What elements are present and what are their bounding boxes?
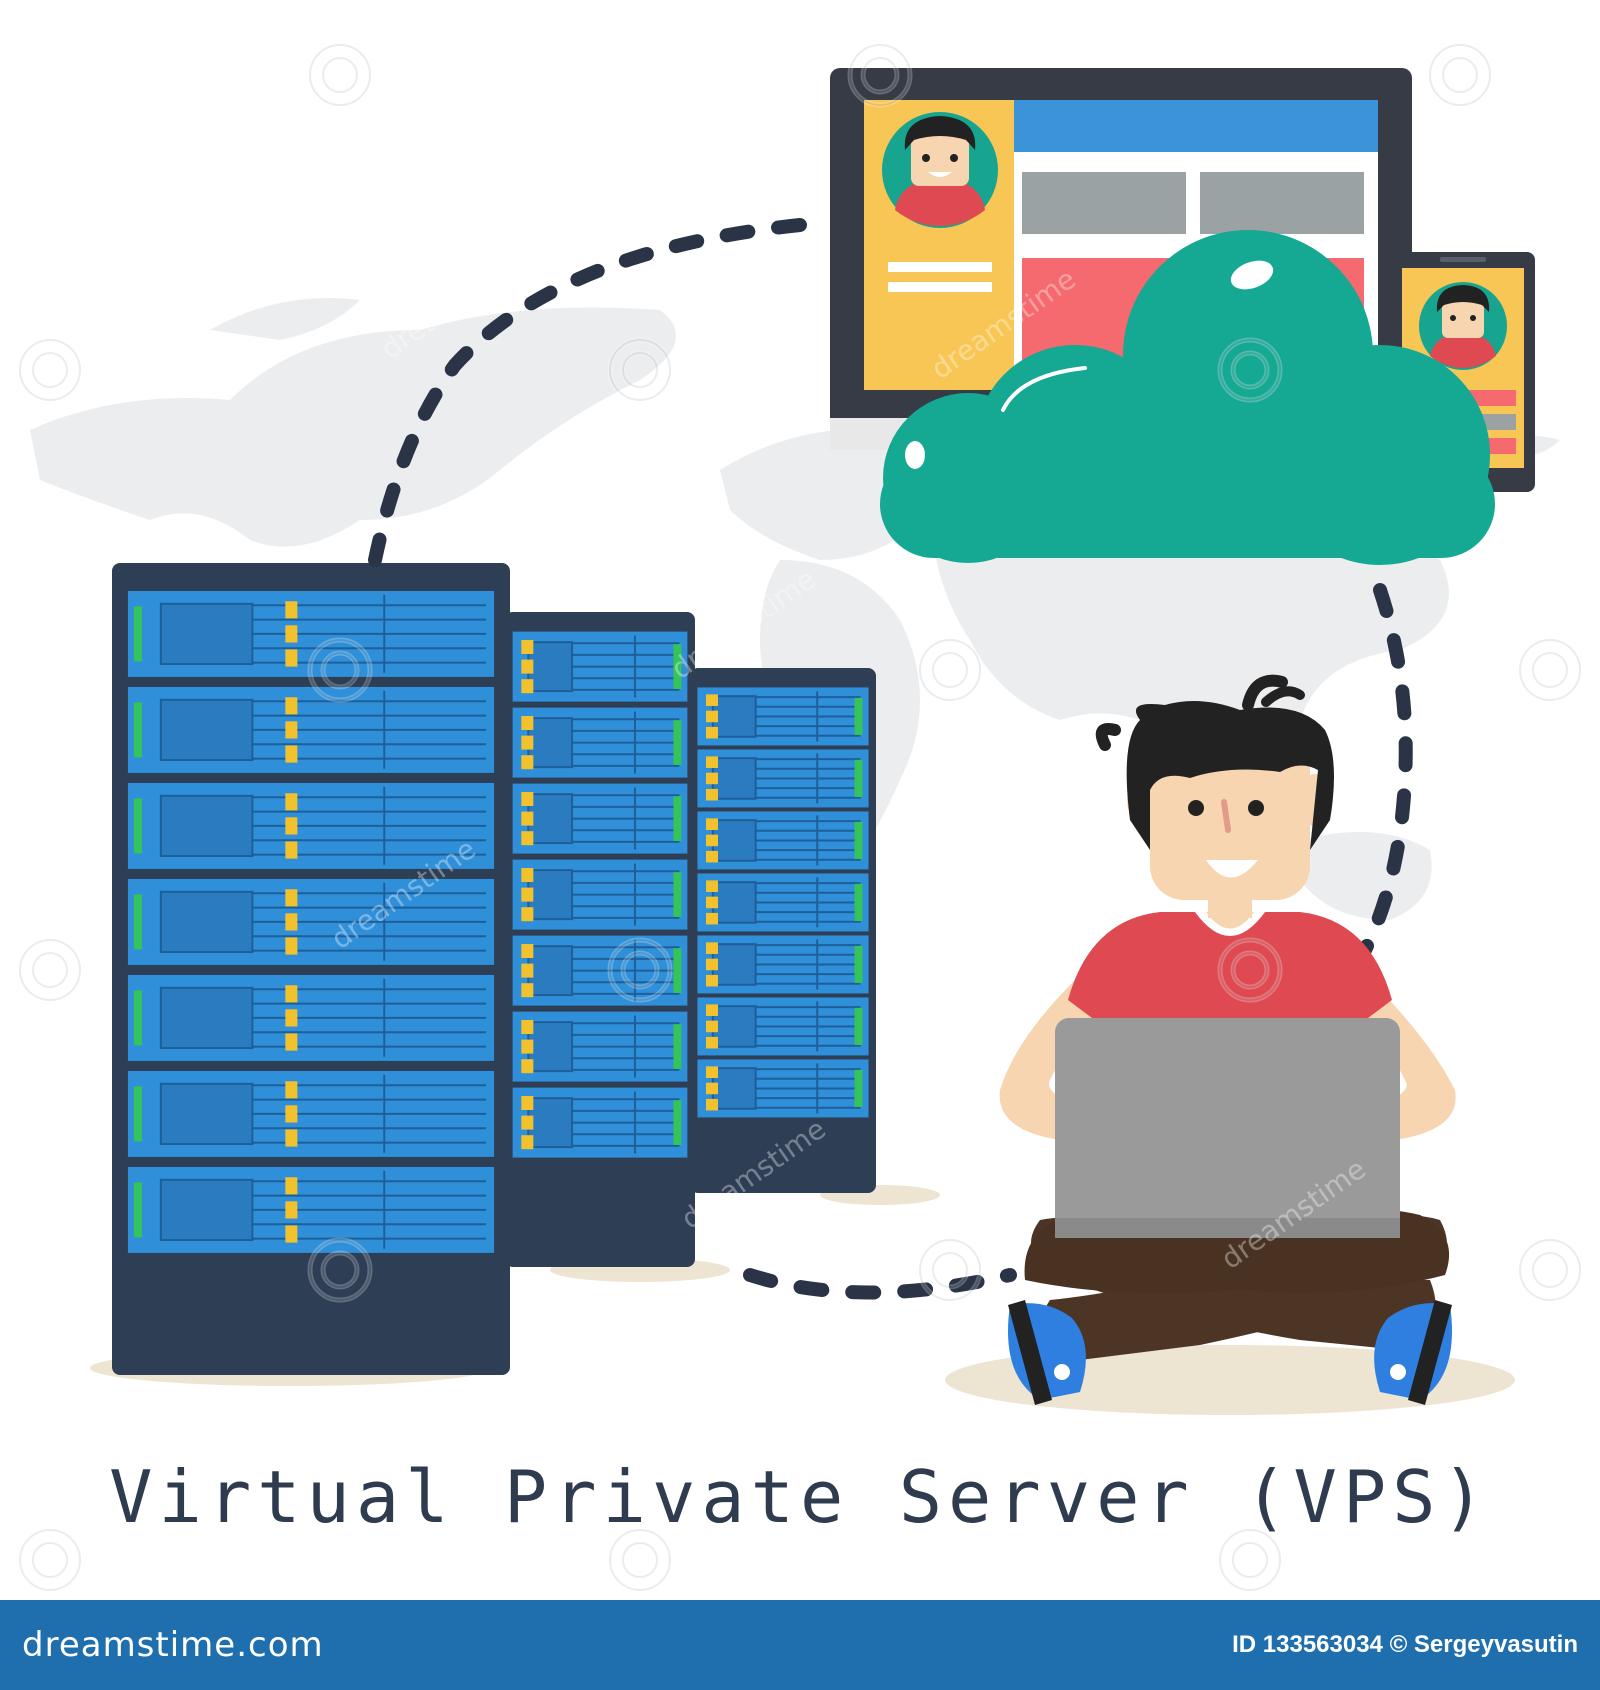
watermark-spiral-icon [1217, 337, 1283, 403]
footer-credit: ID 133563034 © Sergeyvasutin [1232, 1631, 1578, 1658]
avatar-icon [882, 112, 998, 228]
connection-lines [368, 218, 1413, 1300]
watermark-spiral-icon [917, 1237, 983, 1303]
avatar-icon [1419, 282, 1507, 370]
footer-brand[interactable]: dreamstime.com [22, 1625, 324, 1665]
watermark-spiral-icon [307, 637, 373, 703]
server-rack-icon [690, 668, 876, 1193]
watermark-spiral-icon [1517, 637, 1583, 703]
watermark-spiral-icon [1217, 937, 1283, 1003]
watermark-spiral-icon [607, 337, 673, 403]
watermark-text: dreamstime [625, 2, 782, 126]
watermark-spiral-icon [917, 637, 983, 703]
server-racks [112, 563, 876, 1375]
watermark-spiral-icon [1427, 42, 1493, 108]
watermark-spiral-icon [607, 937, 673, 1003]
footer-bar: dreamstime.com ID 133563034 © Sergeyvasu… [0, 1600, 1600, 1690]
watermark-spiral-icon [17, 337, 83, 403]
watermark-spiral-icon [607, 1527, 673, 1593]
caption: Virtual Private Server (VPS) [109, 1455, 1491, 1539]
cloud-icon [880, 230, 1495, 565]
watermark-spiral-icon [847, 42, 913, 108]
person-with-laptop-icon [999, 674, 1456, 1405]
server-rack-icon [505, 612, 695, 1267]
watermark-spiral-icon [17, 1527, 83, 1593]
watermark-spiral-icon [307, 42, 373, 108]
watermark-spiral-icon [1517, 1237, 1583, 1303]
watermark-spiral-icon [307, 1237, 373, 1303]
watermark-spiral-icon [1217, 1527, 1283, 1593]
watermark-spiral-icon [17, 937, 83, 1003]
server-rack-icon [112, 563, 510, 1375]
